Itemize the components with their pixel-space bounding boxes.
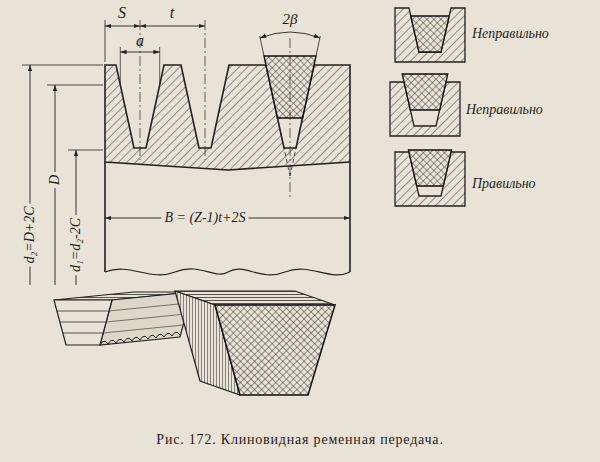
diameter-label: D <box>47 172 62 188</box>
belt-end-face <box>215 305 335 395</box>
break-line <box>105 269 350 275</box>
dimension-line <box>120 52 159 53</box>
belt-cogs <box>100 332 180 345</box>
v-belt-figure <box>175 291 335 395</box>
dimension-line <box>140 26 205 27</box>
dimension-letter: t <box>170 4 174 22</box>
dimension-letter: a <box>136 32 144 50</box>
fit-note: Неправильно <box>472 26 549 41</box>
belt-section <box>402 74 448 110</box>
extension-line <box>120 47 159 83</box>
groove-fit-figure <box>395 8 465 62</box>
groove-fit-figure <box>395 150 465 206</box>
center-line <box>140 20 290 200</box>
belt-section <box>409 150 452 186</box>
fit-note: Правильно <box>472 176 536 191</box>
diameter-label: d₁=d₂-2C <box>68 215 83 275</box>
belt-layer-line <box>103 303 189 333</box>
angle-arc <box>260 32 320 38</box>
dimension-line <box>105 26 140 27</box>
width-formula: B = (Z-1)t+2S <box>161 210 248 225</box>
cogged-belt-figure <box>54 292 192 345</box>
groove-section <box>395 8 465 62</box>
belt-end-face <box>54 300 112 345</box>
dimension-letter: S <box>118 4 126 22</box>
figure-caption: Рис. 172. Клиновидная ременная передача. <box>156 432 443 447</box>
extension-line <box>22 65 103 150</box>
belt-section <box>411 16 449 52</box>
belt-layer-line <box>57 311 109 333</box>
angle-label: 2β <box>283 11 298 28</box>
belt-ground <box>215 305 335 395</box>
diameter-label: d₂=D+2C <box>22 203 37 266</box>
pulley-rim-section <box>105 65 350 170</box>
groove-fit-figure <box>390 74 460 136</box>
belt-ground <box>409 150 452 186</box>
pulley-side-line <box>105 162 350 272</box>
belt-ground <box>402 74 448 110</box>
belt-ground <box>411 16 449 52</box>
fit-note: Неправильно <box>466 102 543 117</box>
